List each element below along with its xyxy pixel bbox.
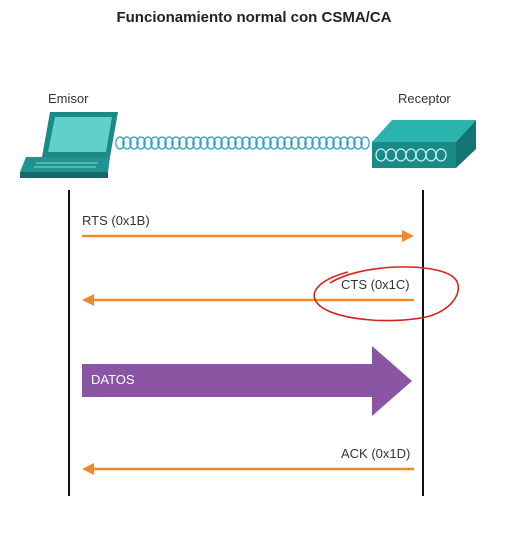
rts-label: RTS (0x1B) <box>82 213 150 228</box>
wireless-signal-icon <box>115 136 370 150</box>
cts-arrow <box>82 294 414 306</box>
rts-arrow <box>82 230 414 242</box>
cts-label: CTS (0x1C) <box>341 277 410 292</box>
data-arrow <box>82 346 412 416</box>
access-point-icon <box>372 120 476 168</box>
laptop-icon <box>20 112 118 178</box>
diagram-title: Funcionamiento normal con CSMA/CA <box>116 9 392 26</box>
data-label: DATOS <box>91 372 135 387</box>
highlight-circle <box>313 266 460 322</box>
ack-label: ACK (0x1D) <box>341 446 411 461</box>
sender-label: Emisor <box>48 91 89 106</box>
receiver-label: Receptor <box>398 91 451 106</box>
ack-arrow <box>82 463 414 475</box>
